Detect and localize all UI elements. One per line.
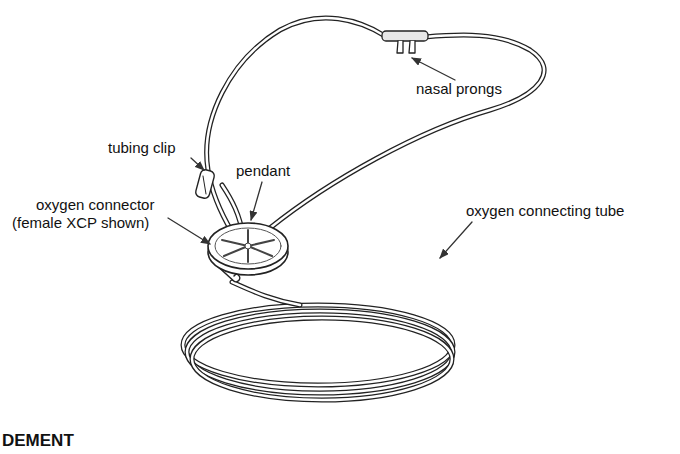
nasal-prongs bbox=[382, 31, 428, 53]
pendant bbox=[208, 223, 288, 275]
section-heading: DEMENT bbox=[2, 432, 74, 450]
part-label: pendant bbox=[236, 162, 290, 180]
part-label: (female XCP shown) bbox=[12, 214, 149, 232]
part-label: tubing clip bbox=[108, 139, 176, 157]
connecting-tube-coil bbox=[183, 282, 453, 400]
part-label: oxygen connector bbox=[36, 196, 154, 214]
part-label: nasal prongs bbox=[416, 80, 502, 98]
part-label: oxygen connecting tube bbox=[466, 202, 624, 220]
tubing-clip bbox=[195, 169, 216, 200]
